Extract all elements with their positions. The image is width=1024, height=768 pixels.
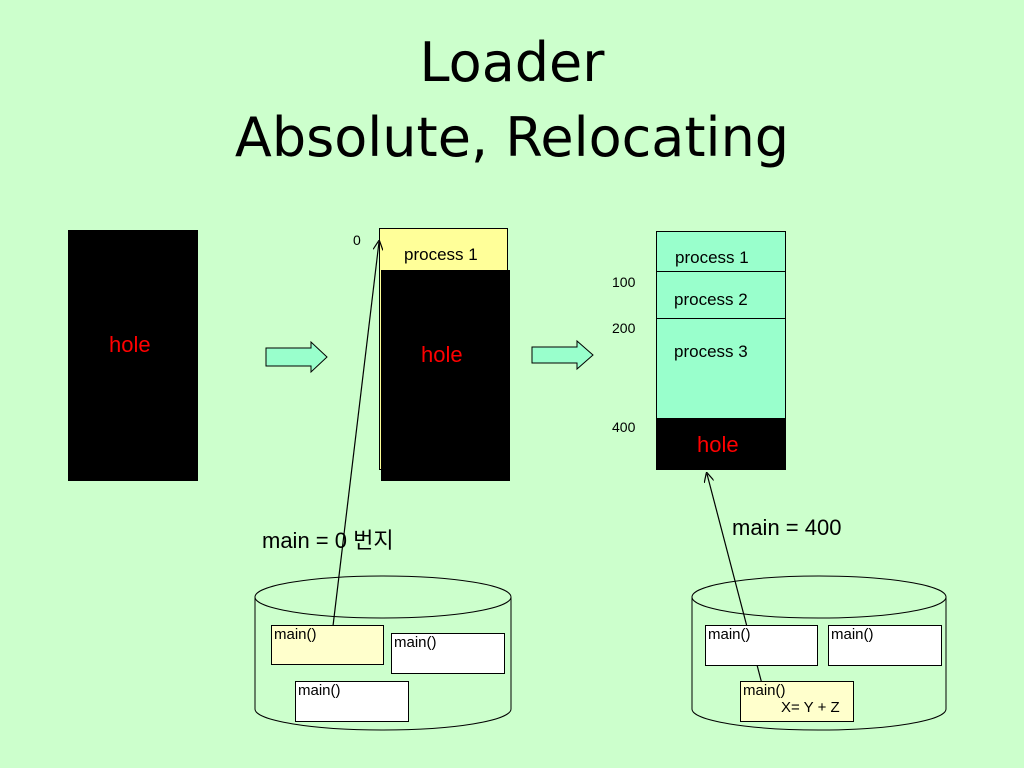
slide-title-line1: Loader [419,31,605,94]
divider-200 [656,318,786,319]
process3-label-stage3: process 3 [674,342,748,361]
hole-label-stage2: hole [421,342,463,367]
divider-100 [656,271,786,272]
main-address-label-left: main = 0 번지 [262,528,394,553]
process2-label-stage3: process 2 [674,290,748,309]
process1-label-stage3: process 1 [675,248,749,267]
address-100-label: 100 [612,274,636,290]
slide-title-line2: Absolute, Relocating [234,106,790,169]
disk-right-main-box-3-label: main() [743,682,786,699]
disk-left-main-box-3: main() [295,681,409,722]
hole-label-stage3: hole [697,432,739,457]
address-0-label: 0 [353,232,361,248]
hole-block-stage3 [656,418,786,470]
disk-right-main-box-3: main() X= Y + Z [740,681,854,722]
hole-label-stage1: hole [109,332,151,357]
right-arrow-icon [265,340,328,374]
disk-right-expression: X= Y + Z [781,699,840,716]
hole-block-stage2 [381,270,510,481]
disk-right-main-box-1: main() [705,625,818,666]
disk-right-main-box-2: main() [828,625,942,666]
disk-left-main-box-1: main() [271,625,384,665]
address-200-label: 200 [612,320,636,336]
memory-block-initial [68,230,198,481]
right-arrow-icon [531,339,594,371]
address-400-label: 400 [612,419,636,435]
main-address-label-right: main = 400 [732,515,842,540]
process1-label-stage2: process 1 [404,245,478,264]
disk-left-main-box-2: main() [391,633,505,674]
pointer-arrow-left [332,242,379,627]
